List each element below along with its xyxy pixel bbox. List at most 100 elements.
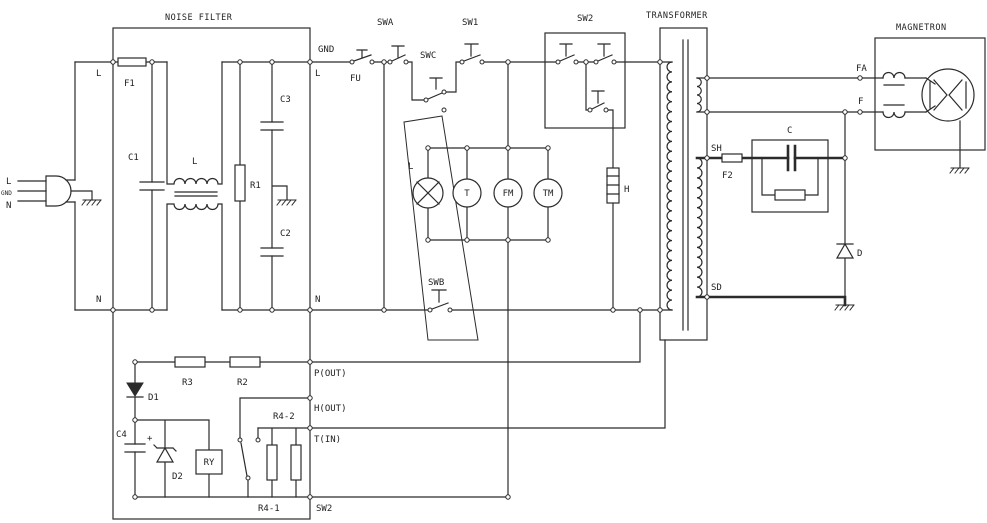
sh-label: SH [711, 144, 722, 154]
plug-gnd-label: GND [1, 190, 12, 197]
resistor-r1 [234, 164, 246, 202]
r4-2-label: R4-2 [273, 412, 295, 422]
junction-dot [857, 75, 863, 81]
junction-dot [132, 417, 138, 423]
diode-d1 [126, 382, 144, 398]
junction-dot [505, 494, 511, 500]
zener-icon [155, 446, 175, 463]
swa-swc-wire [407, 61, 425, 101]
junction-dot [307, 359, 313, 365]
resistor-r4-2a [266, 444, 278, 481]
plug-body [45, 175, 72, 207]
junction-dot [464, 145, 470, 151]
sw1-contact [479, 59, 485, 65]
wiring [74, 61, 961, 498]
junction-dot [237, 307, 243, 313]
fuse-f1 [117, 57, 147, 67]
junction-dot [425, 237, 431, 243]
c4-label: C4 [116, 430, 127, 440]
fu-label: FU [350, 74, 361, 84]
capacitor-c3 [260, 121, 284, 131]
monitor-wire [373, 61, 389, 311]
diode-icon [126, 382, 144, 397]
sw1-blade [463, 43, 481, 62]
sw2-blade [597, 43, 613, 62]
turntable-motor [533, 178, 563, 208]
swb-contact [427, 307, 433, 313]
relay-blade [240, 442, 248, 477]
switch-swc [423, 77, 447, 113]
junction-dot [381, 59, 387, 65]
oven-lamp [412, 177, 444, 209]
switch-sw1 [459, 43, 485, 65]
junction-dot [132, 359, 138, 365]
swb-contact [447, 307, 453, 313]
r2-label: R2 [237, 378, 248, 388]
relay-contact [255, 437, 261, 443]
heater-stripes [606, 175, 620, 195]
c3-c2-wire [271, 61, 288, 311]
fan-motor-label: FM [503, 189, 514, 199]
d-label: D [857, 249, 862, 259]
heater-label: H [624, 185, 629, 195]
junction-dot [307, 59, 313, 65]
sw2-contact [603, 107, 609, 113]
junction-dot [704, 109, 710, 115]
swb-label: SWB [428, 278, 444, 288]
choke-core [174, 191, 218, 197]
junction-dot [425, 145, 431, 151]
sw2-switch-box [544, 32, 626, 129]
switch-sw2 [555, 43, 617, 113]
nf-choke-label: L [192, 157, 197, 167]
heater [606, 167, 620, 204]
sw1-label: SW1 [462, 18, 478, 28]
nf-l-out-label: L [315, 69, 320, 79]
swa-contact [387, 59, 393, 65]
fu-blade [353, 49, 372, 62]
junction-dot [149, 59, 155, 65]
junction-dot [110, 307, 116, 313]
sw2-label: SW2 [577, 14, 593, 24]
nf-c2-label: C2 [280, 229, 291, 239]
fan-motor [493, 178, 523, 208]
junction-dot [657, 307, 663, 313]
junction-dot [583, 59, 589, 65]
d2-label: D2 [172, 472, 183, 482]
junction-dot [307, 494, 313, 500]
ground-icon [276, 199, 297, 206]
relay-common-contact [245, 475, 251, 481]
capacitor-c4 [124, 443, 146, 453]
d1-label: D1 [148, 393, 159, 403]
resistor-r3 [174, 356, 206, 368]
swa-blade [391, 45, 406, 62]
swa-contact [403, 59, 409, 65]
swc-blade [427, 77, 443, 100]
sw2-contact [593, 59, 599, 65]
bleeder-resistor [774, 189, 806, 201]
fu-contact [349, 59, 355, 65]
junction-dot [657, 59, 663, 65]
relay-supply-wire [134, 419, 210, 498]
junction-dot [110, 59, 116, 65]
relay-coil-ry [195, 449, 223, 475]
p-out-wire [134, 309, 641, 363]
nf-l-in-label: L [96, 69, 101, 79]
swc-contact [441, 107, 447, 113]
junction-dot [505, 237, 511, 243]
sw2-blade [559, 43, 575, 62]
ground-icon [81, 199, 102, 206]
junction-dot [149, 307, 155, 313]
noise-filter-title: NOISE FILTER [165, 13, 233, 23]
transformer-core [682, 39, 689, 331]
nf-c1-label: C1 [128, 153, 139, 163]
transformer [666, 39, 703, 331]
junction-dot [857, 109, 863, 115]
junction-dot [704, 75, 710, 81]
sw2-blade [591, 90, 605, 110]
c4-polarity-label: + [147, 434, 153, 444]
nf-c3-label: C3 [280, 95, 291, 105]
hv-capacitor-box [751, 139, 829, 213]
ground-icon [834, 304, 855, 311]
hv-fuse-f2 [721, 153, 743, 163]
